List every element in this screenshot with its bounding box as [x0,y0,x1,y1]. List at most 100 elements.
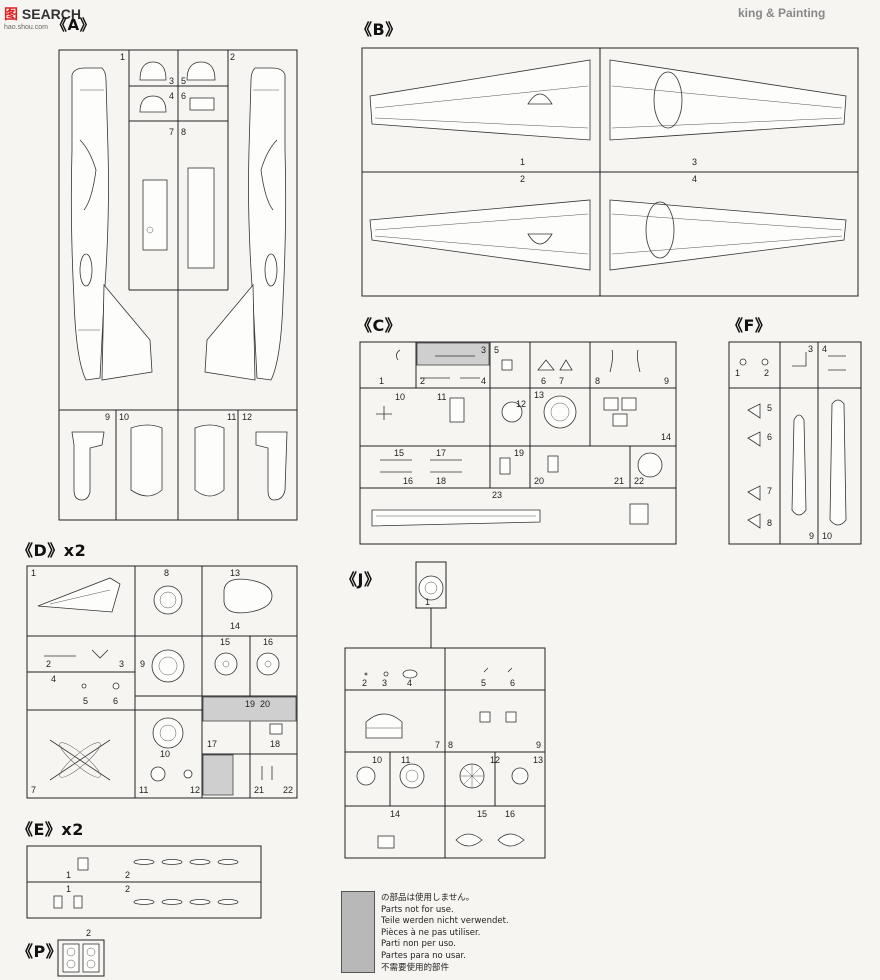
part-j2: 2 [362,678,368,688]
part-j1: 1 [425,597,431,607]
part-d22: 22 [283,785,294,795]
legend-line-jp: の部品は使用しません。 [381,893,475,903]
part-d1: 1 [31,568,37,578]
part-c5: 5 [494,345,500,355]
part-c7: 7 [559,376,565,386]
part-a12: 12 [242,412,253,422]
part-a10: 10 [119,412,130,422]
part-a3: 3 [169,76,175,86]
legend-line-zh: 不需要使用的部件 [381,962,450,973]
part-c6: 6 [541,376,547,386]
part-a1: 1 [120,52,126,62]
part-j3: 3 [382,678,388,688]
part-d17: 17 [207,739,218,749]
sprue-title-d: 《D》x2 [17,541,87,560]
part-d3: 3 [119,659,125,669]
part-c17: 17 [436,448,447,458]
watermark-logo: 图 SEARCH [4,4,81,24]
part-j7: 7 [435,740,441,750]
part-d2: 2 [46,659,52,669]
part-b4: 4 [692,174,698,184]
part-c10: 10 [395,392,406,402]
sprue-title-e: 《E》x2 [17,820,84,839]
part-d8: 8 [164,568,170,578]
sprue-title-a: 《A》 [52,16,96,34]
part-d13: 13 [230,568,241,578]
legend-line-it: Parti non per uso. [381,939,456,950]
watermark-url: hao.shou.com [4,24,48,31]
legend-line-en: Parts not for use. [381,904,454,915]
legend-text: の部品は使用しません。 Parts not for use. Teile wer… [381,893,509,974]
watermark-brand: 图 [4,6,18,22]
part-f4: 4 [822,344,828,354]
part-a11: 11 [227,412,237,422]
part-d12: 12 [190,785,201,795]
part-j12: 12 [490,755,501,765]
part-f8: 8 [767,518,773,528]
part-j14: 14 [390,809,401,819]
part-e1-bottom: 1 [66,884,72,894]
part-c16: 16 [403,476,414,486]
part-e2-top: 2 [125,870,131,880]
part-f5: 5 [767,403,773,413]
watermark-search: SEARCH [21,6,82,22]
part-c23: 23 [492,490,503,500]
part-a2: 2 [230,52,236,62]
part-a7: 7 [169,127,175,137]
part-d5: 5 [83,696,89,706]
part-d14: 14 [230,621,241,631]
part-e2-bottom: 2 [125,884,131,894]
part-d7: 7 [31,785,37,795]
sprue-title-f: 《F》 [727,316,772,335]
part-j16: 16 [505,809,516,819]
part-d15: 15 [220,637,231,647]
part-d19: 19 [245,699,256,709]
part-a6: 6 [181,91,187,101]
part-d20: 20 [260,699,271,709]
part-c3: 3 [481,345,487,355]
part-b2: 2 [520,174,526,184]
part-f9: 9 [809,531,815,541]
part-a5: 5 [181,76,187,86]
part-f1: 1 [735,368,741,378]
part-j10: 10 [372,755,383,765]
part-j15: 15 [477,809,488,819]
sprue-title-c: 《C》 [356,316,402,335]
sprue-title-j: 《J》 [341,570,381,589]
background-heading: king & Painting [738,6,826,20]
part-b1: 1 [520,157,526,167]
part-d10: 10 [160,749,171,759]
part-j4: 4 [407,678,413,688]
part-c12: 12 [516,399,527,409]
part-c20: 20 [534,476,545,486]
part-c18: 18 [436,476,447,486]
part-f3: 3 [808,344,814,354]
part-c13: 13 [534,390,545,400]
sprue-title-b: 《B》 [356,20,402,39]
part-d9: 9 [140,659,146,669]
sprue-title-p: 《P》 [17,942,63,961]
part-c9: 9 [664,376,670,386]
legend-swatch [341,891,375,973]
part-f6: 6 [767,432,773,442]
part-d4: 4 [51,674,57,684]
legend-line-es: Partes para no usar. [381,950,466,961]
part-j8: 8 [448,740,454,750]
part-c19: 19 [514,448,525,458]
part-c15: 15 [394,448,405,458]
part-c21: 21 [614,476,625,486]
part-j9: 9 [536,740,542,750]
part-c22: 22 [634,476,645,486]
part-a4: 4 [169,91,175,101]
part-j5: 5 [481,678,487,688]
part-d11: 11 [139,785,149,795]
part-d6: 6 [113,696,119,706]
part-c11: 11 [437,392,447,402]
part-a9: 9 [105,412,111,422]
